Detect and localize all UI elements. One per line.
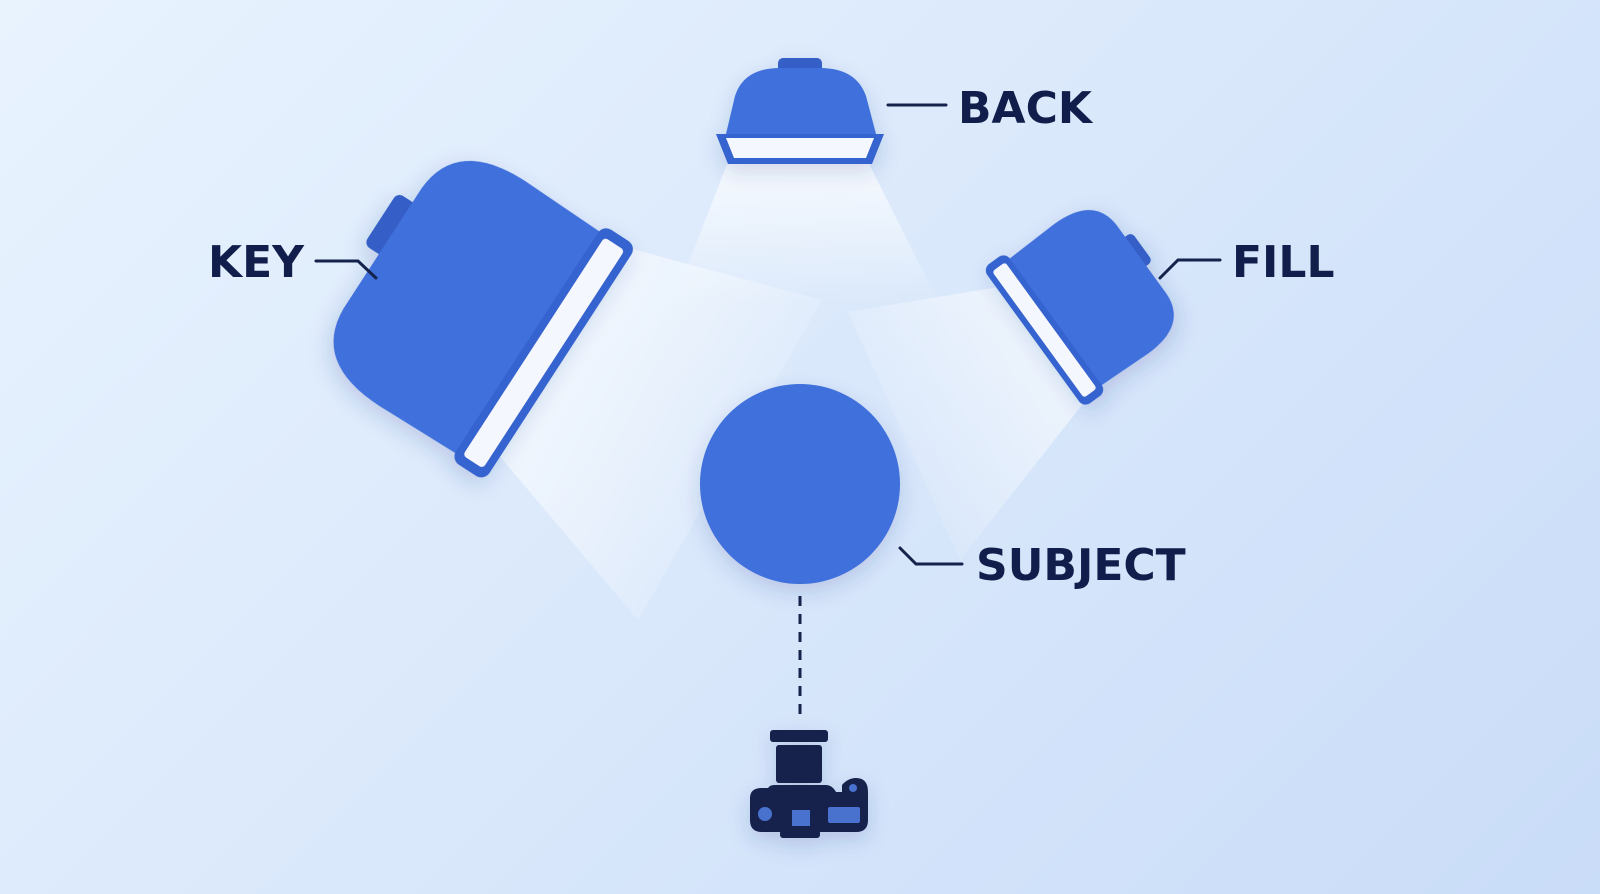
key-light-handle xyxy=(366,195,415,255)
subject-label: SUBJECT xyxy=(976,540,1186,591)
camera-screen xyxy=(828,807,860,823)
camera-dial xyxy=(758,807,772,821)
fill-light-housing xyxy=(1003,210,1174,390)
leader-lines xyxy=(314,103,1222,566)
back-light-beam xyxy=(672,162,940,305)
key-light-diffuser xyxy=(464,238,624,467)
camera-button xyxy=(849,784,857,792)
fill-label: FILL xyxy=(1232,237,1335,288)
fill-light-beam xyxy=(848,282,1100,560)
subject-circle xyxy=(700,384,900,584)
camera-lens-top xyxy=(770,730,828,742)
camera-icon xyxy=(750,730,868,838)
key-leader-line xyxy=(314,259,378,280)
key-light-housing xyxy=(333,161,606,458)
fill-light-diffuser xyxy=(993,263,1096,397)
camera-base xyxy=(780,830,820,838)
back-light-diffuser xyxy=(726,138,874,158)
back-light-housing xyxy=(726,68,876,134)
back-label: BACK xyxy=(958,83,1094,134)
back-light xyxy=(716,58,884,164)
key-light xyxy=(333,161,633,478)
camera-grip-detail xyxy=(792,810,810,826)
fill-light xyxy=(985,210,1174,405)
camera-lens-barrel xyxy=(776,745,822,783)
key-label: KEY xyxy=(208,237,305,288)
subject-leader-line xyxy=(898,546,964,566)
fill-leader-line xyxy=(1158,258,1222,280)
